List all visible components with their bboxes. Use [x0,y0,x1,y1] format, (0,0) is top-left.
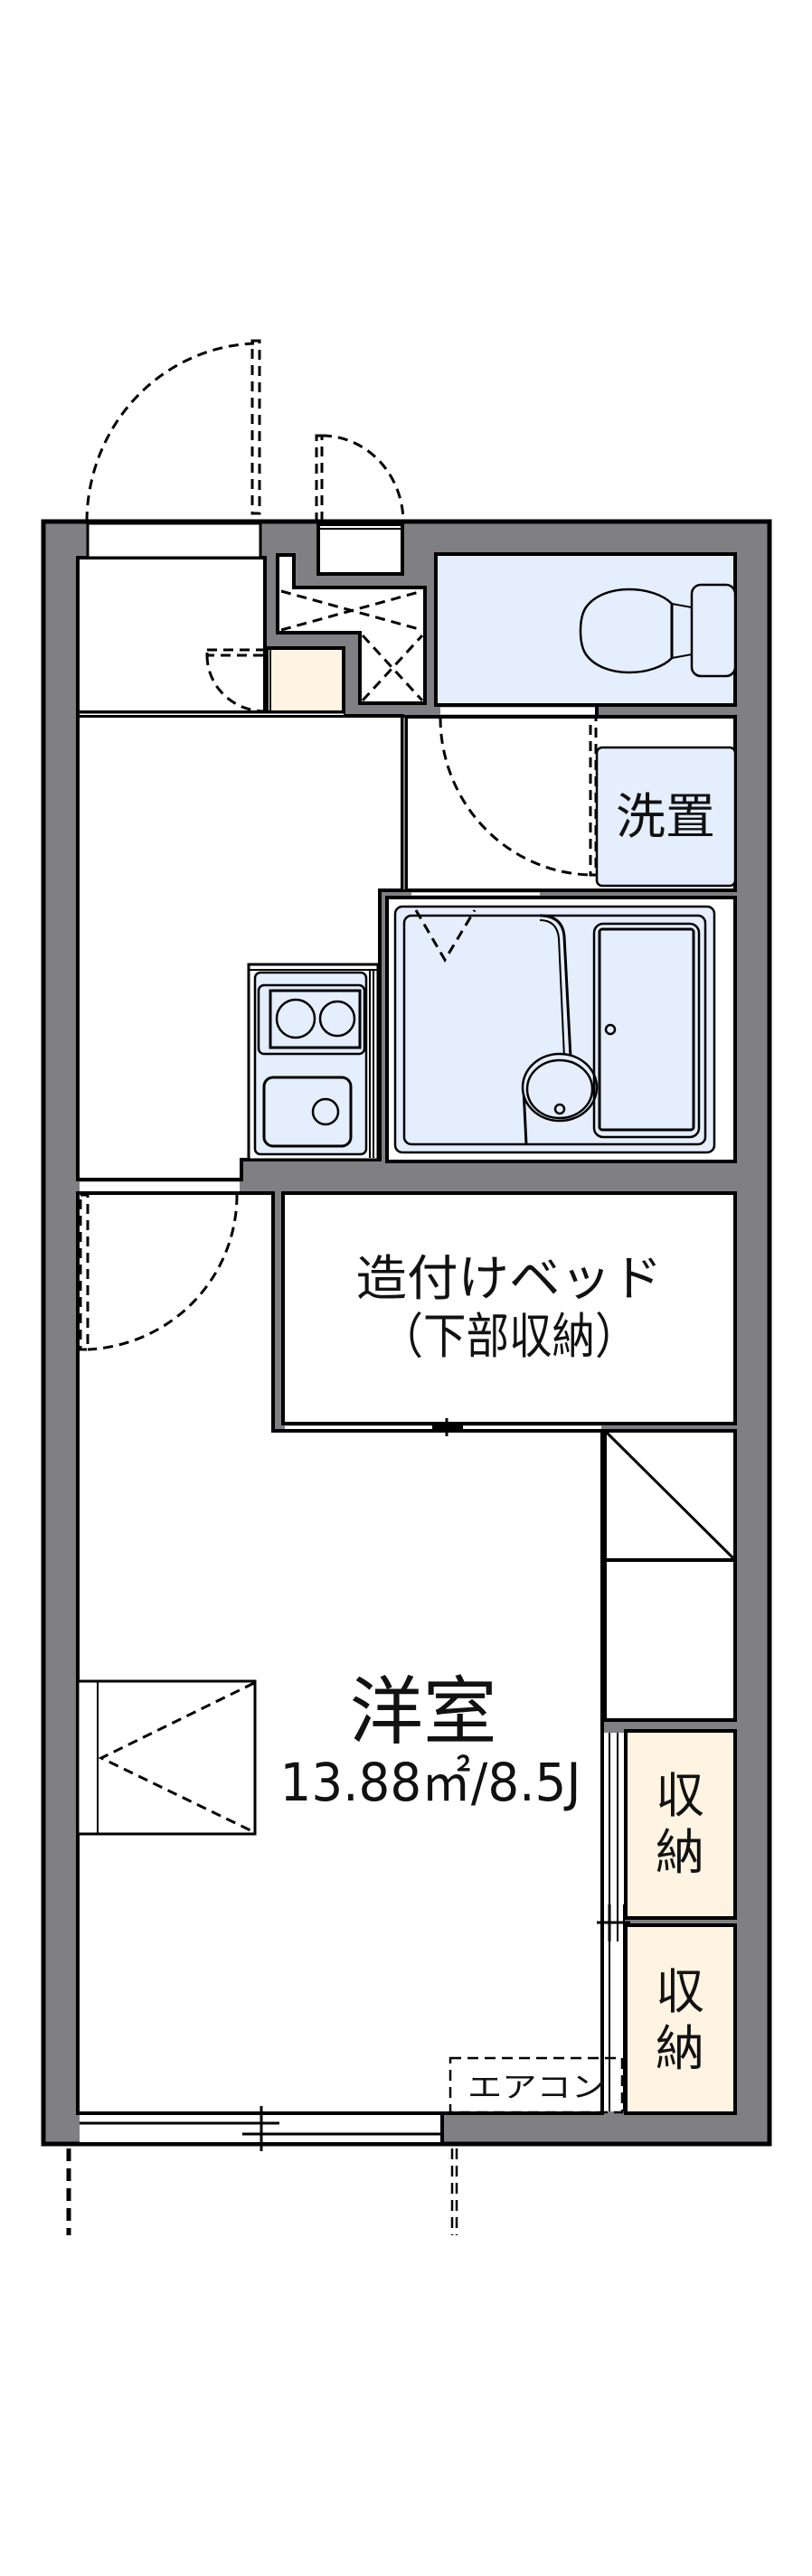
toilet-neck-line [671,653,693,659]
wash-basin-inner [525,1058,594,1120]
room-door-leaf [79,1193,90,1351]
bathroom [385,892,737,1163]
built-in-bed-sublabel: （下部収納） [381,1308,638,1365]
stove-burner-icon [275,998,316,1039]
entrance-doorway [86,522,262,559]
washroom: 洗置 [403,705,737,892]
stove-panel [269,989,362,1049]
washroom-partition-gap [403,718,405,889]
wash-basin-icon [521,1052,599,1123]
stove-top [257,983,366,1056]
side-window-opening-swing [98,1681,255,1834]
storage-closet-1-label: 収 [656,1767,704,1824]
unit-bath-inner [402,914,707,1146]
kitchen-sink-icon [262,1076,353,1148]
pipe-shaft-outline [276,553,427,705]
bathtub-inner [598,927,695,1132]
room-door-swing [87,1194,239,1351]
washstand-space [595,746,737,888]
built-in-bed-label: 造付けベッド [356,1250,663,1307]
storage-closet-2-label: 収 [656,1963,704,2020]
meter-box-recess [316,522,404,576]
unit-bath-outer [393,905,716,1154]
closet-box [603,1429,737,1722]
washstand-label: 洗置 [616,788,715,845]
built-in-bed: 造付けベッド （下部収納） [281,1191,737,1436]
meter-box-door-swing [321,434,405,522]
entrance-door-leaf [250,339,261,515]
shoe-closet [205,646,345,714]
balcony-window [66,2106,458,2235]
pipe-shaft [276,553,427,705]
bathroom-doorway [411,892,540,896]
toilet-doorway [440,707,595,715]
storage-closets: 収 納 収 納 [597,1729,737,2115]
room-doorway [80,1181,240,1191]
shoe-closet-door-leaf [205,648,267,657]
shoe-closet-box [265,646,345,714]
toilet-door-swing [439,717,591,877]
storage-closet-2 [624,1923,737,2115]
room-name: 洋室 [350,1669,497,1755]
bathtub-outer [592,922,701,1139]
storage-closet-1-label: 納 [656,1824,704,1881]
toilet-room [434,552,737,707]
storage-closet-2-label: 納 [656,2020,704,2077]
bathroom-folding-door-swing [414,909,477,963]
air-conditioner-label: エアコン [467,2070,606,2104]
room-area: 13.88㎡/8.5J [280,1752,581,1813]
entrance-area [76,339,267,714]
air-conditioner-outline [448,2056,624,2114]
meter-box-door-leaf [315,434,324,524]
pipe-shaft-x-line [361,634,424,702]
toilet-neck-line [671,603,693,608]
side-window-box [76,1679,257,1836]
toilet-bowl-icon [579,588,674,674]
bathtub-drain-icon [604,1023,617,1036]
entrance-step [80,713,344,715]
air-conditioner: エアコン [448,2056,624,2114]
built-in-bed-box [281,1191,737,1425]
pipe-shaft-x-line [361,634,424,702]
wash-basin-drain-icon [553,1103,566,1115]
stove-burner-icon [318,1000,356,1038]
entrance-door-swing [85,342,255,522]
counter-edge-line [539,919,565,1058]
kitchen-sink-drain-icon [311,1097,340,1126]
kitchen [247,963,380,1161]
counter-edge-line [539,914,572,1058]
toilet-tank-icon [690,583,737,678]
storage-closet-1 [624,1729,737,1920]
closet [603,1429,737,1722]
entrance-hall [76,556,267,714]
closet-diagonal-line [603,1429,737,1562]
meter-box [315,434,405,576]
pipe-shaft-x-line [280,589,423,632]
side-window [76,1679,257,1836]
